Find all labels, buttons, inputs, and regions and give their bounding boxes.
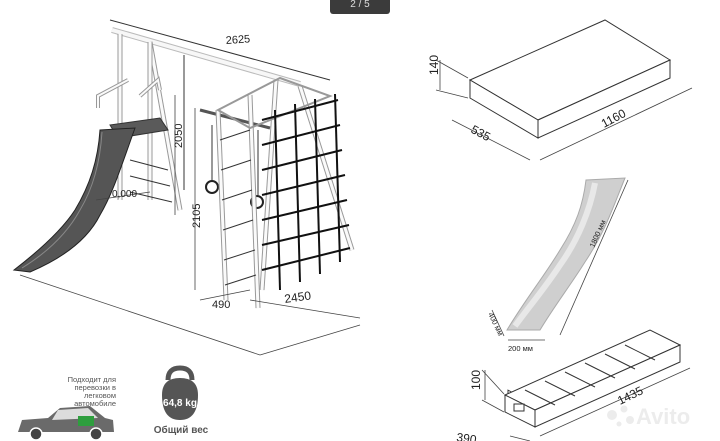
gym-ring-left bbox=[205, 180, 219, 194]
dimension-line-width bbox=[109, 19, 331, 81]
kettlebell-icon bbox=[162, 365, 198, 420]
box1-height: 140 bbox=[427, 55, 441, 75]
box2-label-window bbox=[513, 403, 525, 412]
box1-depth: 535 bbox=[469, 122, 494, 144]
box2-depth: 390 bbox=[456, 430, 478, 441]
label-height-total: 2105 bbox=[191, 204, 203, 228]
weight-label: Общий вес bbox=[153, 425, 209, 436]
label-height-main: 2050 bbox=[173, 124, 185, 148]
slide-height-label: 400 мм bbox=[486, 311, 505, 337]
dimension-lines bbox=[19, 95, 361, 356]
playset-drawing bbox=[12, 19, 361, 356]
label-depth-main: 2450 bbox=[283, 288, 312, 306]
slide bbox=[12, 127, 136, 273]
image-counter: 2 / 5 bbox=[330, 0, 390, 14]
slide-detail: 1800 мм 400 мм 200 мм bbox=[486, 177, 629, 353]
label-width-top: 2625 bbox=[225, 33, 250, 47]
package-box-1 bbox=[468, 19, 672, 406]
watermark-text: Avito bbox=[636, 404, 690, 429]
climbing-net bbox=[261, 93, 351, 291]
box2-dimension-lines bbox=[481, 367, 691, 441]
label-slide-offset: 0,000 bbox=[112, 189, 137, 200]
box2-height: 100 bbox=[469, 370, 483, 390]
label-depth-small: 490 bbox=[212, 299, 230, 311]
avito-watermark: Avito bbox=[607, 404, 690, 429]
package-box-2 bbox=[503, 329, 682, 428]
weight-value: 64,8 kg bbox=[163, 398, 197, 409]
climbing-tower bbox=[215, 76, 355, 309]
slide-width-label: 200 мм bbox=[508, 344, 533, 353]
gym-ring-right bbox=[250, 195, 264, 209]
transport-note: Подходит для перевозки в легковом автомо… bbox=[67, 375, 116, 408]
car-icon bbox=[18, 406, 114, 441]
box1-length: 1160 bbox=[599, 106, 629, 131]
box1-dimension-lines bbox=[435, 59, 693, 161]
